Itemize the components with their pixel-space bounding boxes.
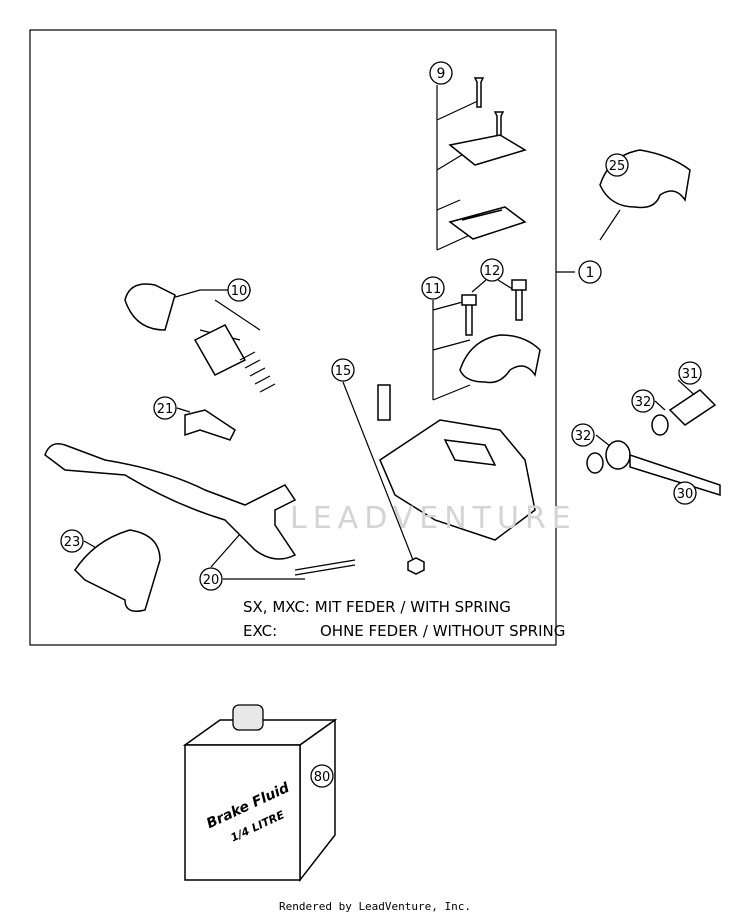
callout-circle xyxy=(310,764,334,788)
callout-circle xyxy=(331,358,355,382)
callout-circle xyxy=(60,529,84,553)
nut xyxy=(407,557,425,575)
pivot-bolt-part-15 xyxy=(377,384,391,421)
note-text: OHNE FEDER / WITHOUT SPRING xyxy=(320,622,566,640)
callout-32[interactable]: 32 xyxy=(631,389,655,413)
callout-1[interactable]: 1 xyxy=(578,260,602,284)
callout-number: 31 xyxy=(682,367,699,382)
callout-number: 32 xyxy=(635,395,652,410)
piston-kit-part-10 xyxy=(124,283,276,393)
callout-9[interactable]: 9 xyxy=(429,61,453,85)
callout-number: 80 xyxy=(314,770,331,785)
callout-number: 10 xyxy=(231,284,248,299)
callout-25[interactable]: 25 xyxy=(605,153,629,177)
callout-number: 11 xyxy=(425,282,442,297)
callout-number: 12 xyxy=(484,264,501,279)
callout-circle xyxy=(480,258,504,282)
callout-circle xyxy=(673,481,697,505)
note-without-spring: EXC: OHNE FEDER / WITHOUT SPRING xyxy=(243,622,565,640)
callout-20[interactable]: 20 xyxy=(199,567,223,591)
callouts: 9 25 1 10 11 12 15 31 32 32 21 30 23 20 80 xyxy=(60,61,702,788)
callout-circle xyxy=(421,276,445,300)
callout-10[interactable]: 10 xyxy=(227,278,251,302)
callout-circle xyxy=(429,61,453,85)
callout-23[interactable]: 23 xyxy=(60,529,84,553)
lever-guard-part-23 xyxy=(74,529,161,612)
assembly-frame xyxy=(29,29,557,646)
callout-circle xyxy=(199,567,223,591)
callout-11[interactable]: 11 xyxy=(421,276,445,300)
callout-circle xyxy=(605,153,629,177)
clamp-bolts-part-11-12 xyxy=(459,279,541,384)
callout-12[interactable]: 12 xyxy=(480,258,504,282)
note-with-spring: SX, MXC: MIT FEDER / WITH SPRING xyxy=(243,598,511,616)
callout-21[interactable]: 21 xyxy=(153,396,177,420)
callout-circle xyxy=(578,260,602,284)
callout-80[interactable]: 80 xyxy=(310,764,334,788)
callout-number: 9 xyxy=(437,66,446,82)
master-cylinder-body xyxy=(379,419,536,541)
callout-circle xyxy=(153,396,177,420)
callout-30[interactable]: 30 xyxy=(673,481,697,505)
brake-fluid-can-part-80: Brake Fluid 1/4 LITRE xyxy=(182,704,338,883)
callout-circle xyxy=(571,423,595,447)
footer: Rendered by LeadVenture, Inc. xyxy=(278,900,472,913)
adjuster-part-21 xyxy=(184,409,236,441)
watermark: LEADVENTURE xyxy=(290,501,577,536)
callout-number: 20 xyxy=(203,573,220,588)
spring xyxy=(294,559,356,576)
callout-number: 25 xyxy=(609,159,626,174)
callout-32[interactable]: 32 xyxy=(571,423,595,447)
callout-number: 1 xyxy=(586,265,595,281)
callout-circle xyxy=(227,278,251,302)
note-model: EXC: xyxy=(243,622,278,640)
callout-number: 30 xyxy=(677,487,694,502)
callout-15[interactable]: 15 xyxy=(331,358,355,382)
callout-number: 15 xyxy=(335,364,352,379)
brake-line-parts-30-31-32 xyxy=(586,389,721,497)
callout-number: 32 xyxy=(575,429,592,444)
brake-lever-part-20 xyxy=(44,443,297,560)
callout-number: 23 xyxy=(64,535,81,550)
callout-number: 21 xyxy=(157,402,174,417)
callout-31[interactable]: 31 xyxy=(678,361,702,385)
reservoir-cover-parts xyxy=(448,77,527,240)
callout-circle xyxy=(678,361,702,385)
callout-circle xyxy=(631,389,655,413)
